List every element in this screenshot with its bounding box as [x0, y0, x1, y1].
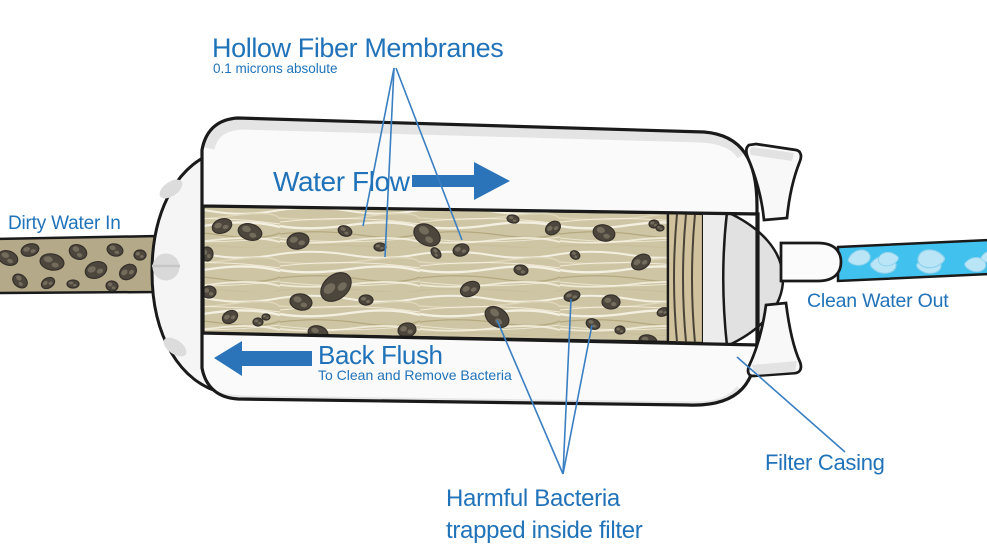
water-flow-arrow	[412, 162, 510, 200]
membrane-bundle	[203, 206, 668, 342]
casing-end-fragment-bottom	[746, 301, 803, 378]
end-cap-detail	[163, 337, 187, 357]
casing-leader-line	[736, 356, 846, 453]
outlet-nozzle	[779, 241, 843, 283]
clean-water-droplets	[847, 249, 987, 274]
cartridge-band	[703, 214, 728, 344]
label-back-flush-sub: To Clean and Remove Bacteria	[318, 367, 512, 383]
bacteria-leader-lines	[496, 298, 593, 475]
label-back-flush: Back Flush	[318, 340, 443, 370]
label-filter-casing: Filter Casing	[765, 450, 885, 475]
subtitle-microns: 0.1 microns absolute	[213, 61, 338, 76]
title-hollow-fiber-membranes: Hollow Fiber Membranes	[212, 33, 503, 63]
label-clean-water-out: Clean Water Out	[807, 290, 949, 312]
back-flush-arrow	[214, 341, 312, 376]
cutaway-window	[201, 204, 785, 348]
end-cap-detail	[159, 179, 183, 199]
casing-end-fragment-top	[744, 142, 803, 222]
label-dirty-water-in: Dirty Water In	[8, 213, 121, 234]
label-harmful-bacteria-1: Harmful Bacteria	[446, 485, 621, 512]
trapped-bacteria	[203, 214, 668, 342]
bundle-collar	[666, 211, 705, 345]
label-water-flow: Water Flow	[273, 166, 411, 197]
label-harmful-bacteria-2: trapped inside filter	[446, 517, 643, 544]
dirty-water-particles	[0, 243, 147, 292]
membrane-leader-lines	[362, 67, 463, 258]
clean-water-pipe	[836, 238, 987, 283]
dirty-water-pipe	[0, 234, 160, 295]
